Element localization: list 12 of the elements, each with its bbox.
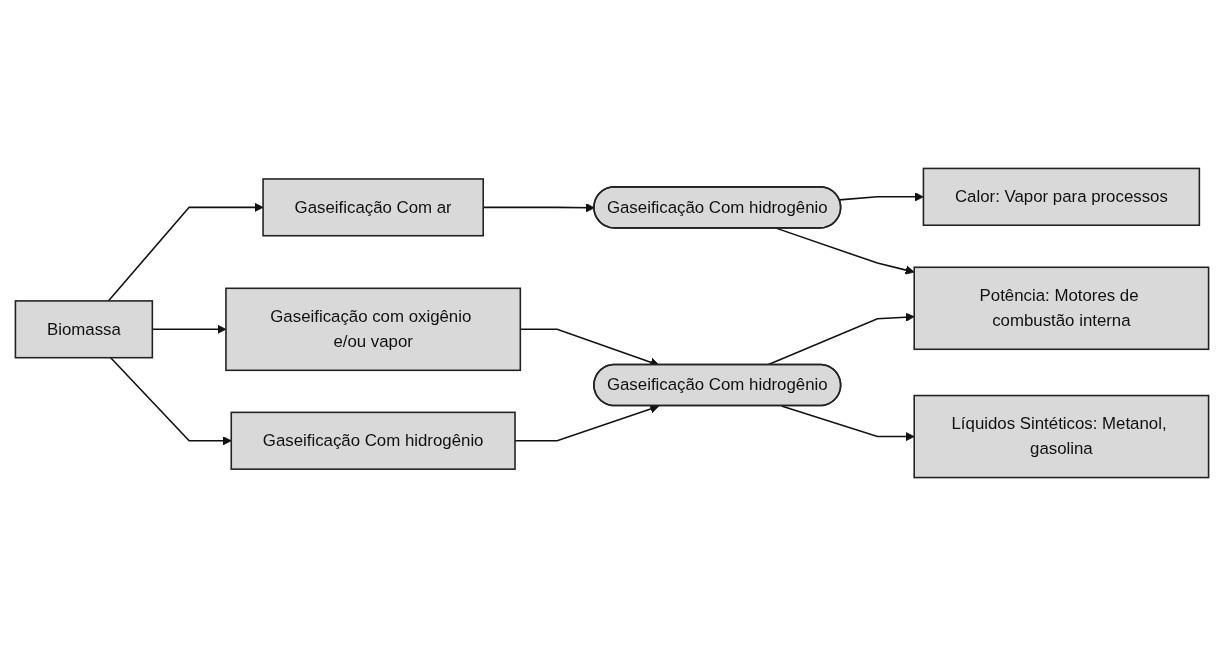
node-box: Potência: Motores de combustão interna (913, 266, 1210, 351)
arrow (838, 192, 924, 202)
node-box: Calor: Vapor para processos (922, 167, 1201, 226)
arrow (780, 405, 915, 442)
node-box: Biomassa (14, 300, 154, 359)
arrow (775, 227, 915, 275)
arrow (107, 202, 264, 302)
node-box: Líquidos Sintéticos: Metanol, gasolina (913, 394, 1210, 479)
node-box: Gaseificação com oxigênio e/ou vapor (225, 287, 522, 372)
node-box: Gaseificação Com ar (262, 178, 484, 237)
arrow (109, 356, 232, 446)
node-box: Gaseificação Com hidrogênio (230, 411, 516, 470)
